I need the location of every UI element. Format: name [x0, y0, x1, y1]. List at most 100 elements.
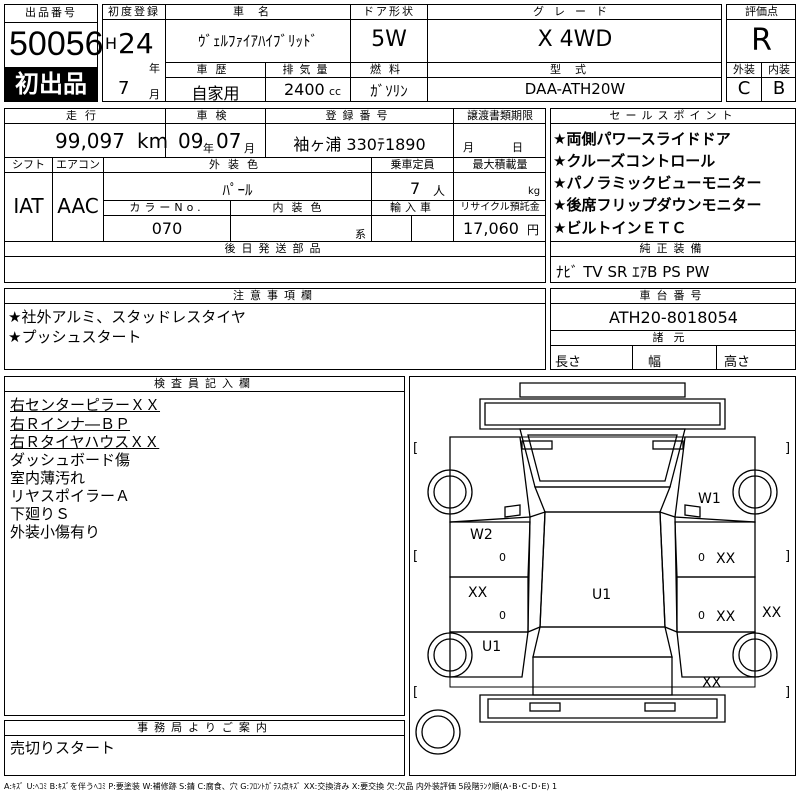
registration-number: 袖ヶ浦 330ﾃ1890: [293, 135, 426, 154]
later-shipment-parts-header: 後日発送部品: [224, 242, 327, 255]
sales-points-box: [550, 108, 796, 283]
registration-number-header: 登録番号: [325, 109, 394, 122]
notes-box: [4, 288, 546, 370]
inspector-line-5: 室内薄汚れ: [10, 469, 86, 487]
first-listing-text: 初出品: [15, 70, 87, 98]
inspector-line-1: 右センターピラーＸＸ: [10, 396, 161, 414]
recycle-deposit: 17,060: [463, 219, 519, 238]
sales-point-4: ★後席フリップダウンモニター: [553, 196, 762, 214]
bracket-left-3: [: [413, 685, 419, 700]
displacement-header: 排気量: [282, 63, 334, 76]
chassis-number: ATH20-8018054: [609, 308, 738, 327]
sales-point-1: ★両側パワースライドドア: [553, 130, 731, 148]
model-code: DAA-ATH20W: [524, 80, 626, 98]
note-2: ★プッシュスタート: [8, 328, 142, 346]
inspector-line-2: 右Ｒインナ―ＢＰ: [10, 415, 131, 433]
office-box: [4, 720, 405, 776]
first-registration-header: 初度登録: [108, 5, 160, 18]
mark-w1: W1: [698, 491, 721, 507]
note-1: ★社外アルミ、スタッドレスタイヤ: [8, 308, 246, 326]
score-header: 評価点: [745, 5, 778, 18]
exterior-grade: C: [737, 78, 751, 99]
interior-header: 内装: [768, 63, 790, 76]
mark-zero-4: 0: [698, 609, 705, 622]
car-name-header: 車名: [233, 5, 283, 18]
inspection-year: 09: [178, 129, 204, 153]
grade-header: グレード: [533, 5, 617, 18]
bracket-right-1: ]: [785, 441, 791, 456]
capacity-unit: 人: [433, 184, 446, 198]
office-header: 事務局よりご案内: [137, 721, 273, 734]
inspector-line-7: 下廻りＳ: [10, 505, 71, 523]
interior-color-unit: 系: [355, 228, 366, 241]
car-diagram: W1 W2 XX XX XX XX XX U1 U1 0 0 0 0 [ ] […: [409, 376, 796, 776]
displacement-unit: cc: [329, 85, 342, 98]
notes-header: 注意事項欄: [233, 289, 318, 302]
chassis-box: [550, 288, 796, 370]
max-load-unit: kg: [528, 186, 541, 197]
inspector-header: 検査員記入欄: [154, 377, 256, 390]
inspection-month-unit: 月: [244, 142, 255, 155]
bracket-left-2: [: [413, 549, 419, 564]
inspection-header: 車検: [196, 109, 235, 122]
mark-xx-5: XX: [702, 675, 722, 691]
transfer-day-unit: 日: [512, 141, 523, 154]
inspector-line-6: リヤスポイラーＡ: [10, 487, 131, 505]
bracket-right-2: ]: [785, 549, 791, 564]
registration-month: 7: [118, 78, 130, 99]
lot-number-header: 出品番号: [25, 6, 77, 19]
recycle-unit: 円: [527, 223, 540, 237]
fuel-header: 燃料: [370, 63, 408, 76]
registration-year: 24: [118, 27, 154, 60]
history-header: 車歴: [196, 63, 235, 76]
year-unit: 年: [149, 62, 160, 75]
vehicle-info-grid: [102, 4, 722, 102]
spec-height: 高さ: [724, 355, 751, 370]
office-note: 売切りスタート: [10, 739, 116, 757]
color-number-header: カラーNo.: [129, 201, 205, 214]
aircon: AAC: [57, 194, 99, 218]
genuine-equipment-header: 純正装備: [639, 242, 708, 255]
model-header: 型式: [550, 63, 600, 76]
capacity: 7: [410, 179, 421, 198]
transfer-month-unit: 月: [463, 141, 474, 154]
grade: X 4WD: [537, 27, 613, 52]
door-type: 5W: [371, 27, 407, 52]
bracket-right-3: ]: [785, 685, 791, 700]
door-type-header: ドア形状: [363, 5, 415, 18]
shift: IAT: [13, 194, 44, 218]
inspection-year-unit: 年: [203, 142, 214, 155]
exterior-header: 外装: [733, 63, 755, 76]
mark-xx-4: XX: [762, 605, 782, 621]
import-header: 輸入車: [390, 201, 435, 214]
shift-header: シフト: [12, 158, 45, 171]
genuine-equipment: ﾅﾋﾞ TV SR ｴｱB PS PW: [556, 263, 710, 281]
exterior-color-header: 外装色: [209, 158, 266, 171]
inspector-box: [4, 376, 405, 716]
specs-header: 諸元: [652, 331, 695, 344]
max-load-header: 最大積載量: [472, 158, 528, 171]
chassis-number-header: 車台番号: [639, 289, 708, 302]
overall-score: R: [751, 23, 772, 58]
mark-zero-3: 0: [499, 609, 506, 622]
era: H: [105, 34, 118, 53]
lot-number: 50056: [9, 25, 104, 63]
fuel: ｶﾞｿﾘﾝ: [370, 82, 408, 100]
mark-u1-roof: U1: [592, 587, 612, 603]
capacity-header: 乗車定員: [390, 158, 435, 171]
mark-u1-rear: U1: [482, 639, 502, 655]
mark-xx-1: XX: [716, 551, 736, 567]
legend: A:ｷｽﾞ U:ﾍｺﾐ B:ｷｽﾞを伴うﾍｺﾐ P:要塗装 W:補修跡 S:錆 …: [4, 782, 558, 791]
inspector-line-3: 右ＲタイヤハウスＸＸ: [10, 433, 160, 451]
exterior-color: ﾊﾟｰﾙ: [222, 181, 253, 199]
sales-point-2: ★クルーズコントロール: [553, 152, 716, 170]
mileage-header: 走行: [66, 109, 104, 122]
aircon-header: エアコン: [56, 158, 100, 171]
recycle-deposit-header: リサイクル預託金: [460, 202, 540, 213]
mark-xx-2: XX: [468, 585, 488, 601]
mileage-unit: km: [137, 129, 169, 153]
car-diagram-svg: [415, 382, 778, 755]
interior-color-header: 内装色: [272, 201, 330, 214]
details-grid: [4, 108, 546, 283]
mark-zero-2: 0: [698, 551, 705, 564]
